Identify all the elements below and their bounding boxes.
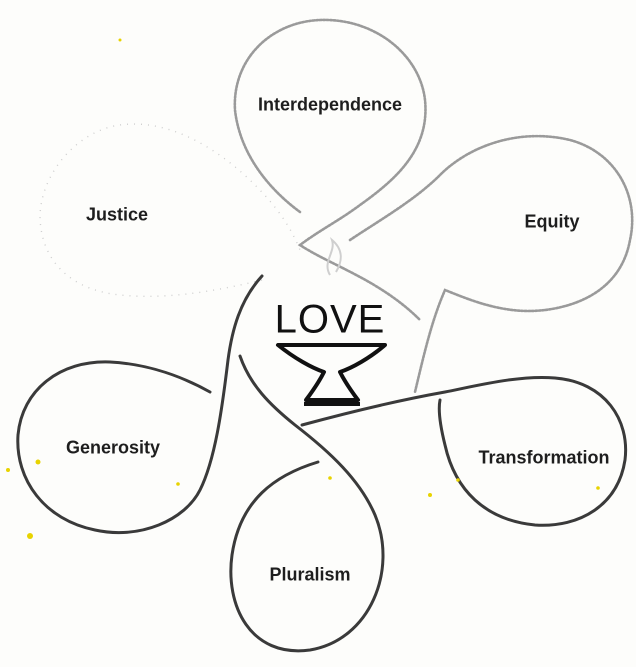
scan-specks: [6, 38, 600, 539]
chalice-icon: [276, 236, 387, 406]
label-generosity: Generosity: [65, 437, 161, 458]
petal-interdependence: [233, 18, 427, 322]
center-word: LOVE: [274, 297, 386, 342]
label-transformation: Transformation: [478, 447, 610, 468]
petal-justice: [39, 123, 301, 297]
label-pluralism: Pluralism: [269, 564, 351, 585]
label-interdependence: Interdependence: [257, 94, 403, 115]
petal-pluralism: [229, 354, 385, 653]
petal-generosity: [16, 274, 264, 535]
label-equity: Equity: [524, 211, 580, 232]
label-justice: Justice: [85, 204, 149, 225]
petal-transformation: [300, 375, 628, 527]
petal-equity: [348, 134, 634, 394]
